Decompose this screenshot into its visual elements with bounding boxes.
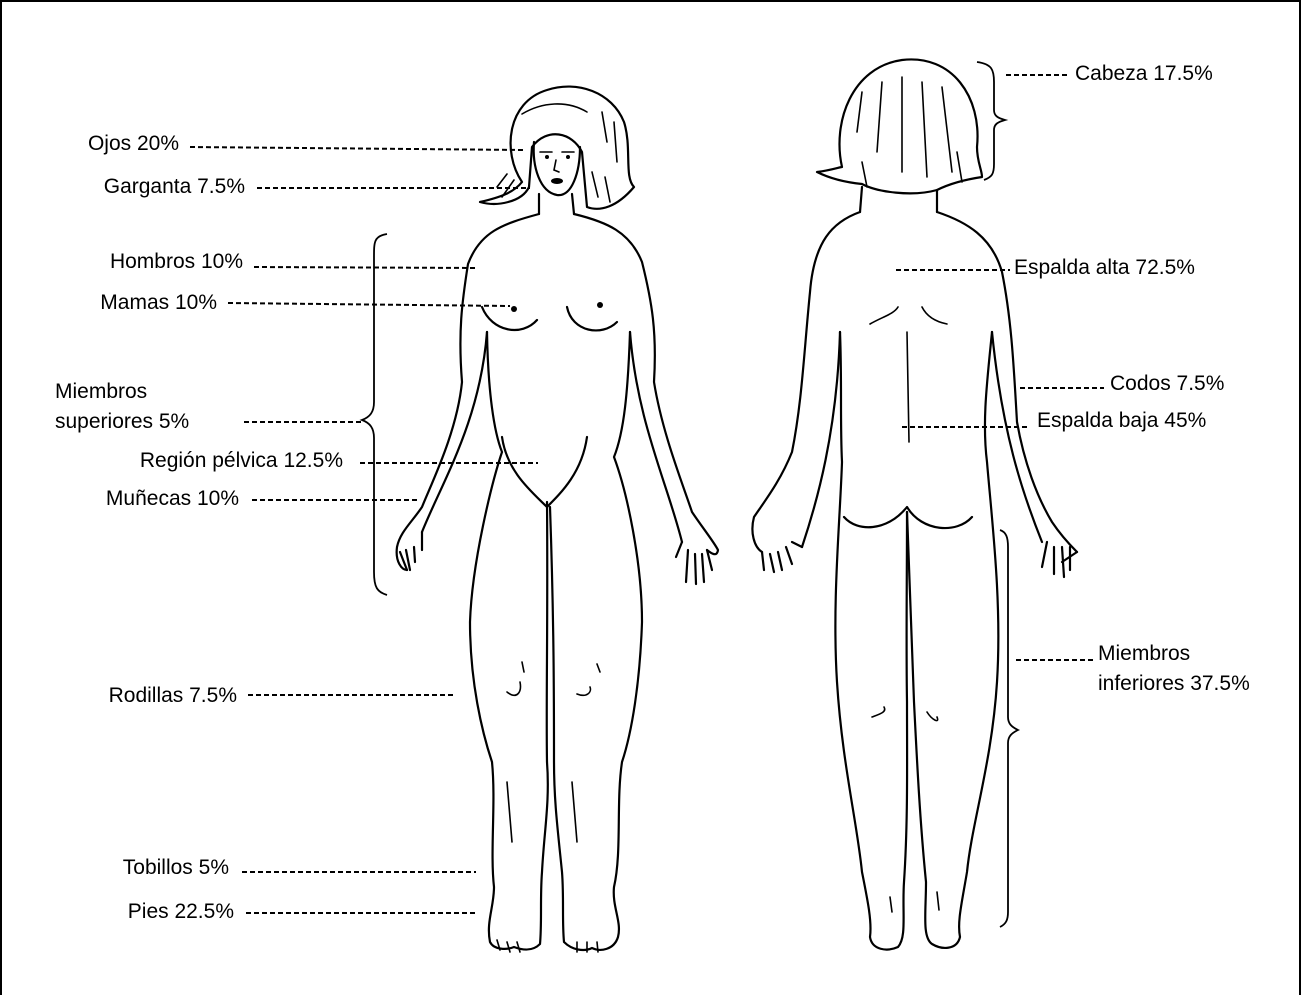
label-espalda-baja: Espalda baja 45% (1037, 408, 1206, 433)
label-espalda-alta: Espalda alta 72.5% (1014, 255, 1195, 280)
label-ojos: Ojos 20% (88, 131, 179, 156)
front-face (534, 142, 580, 195)
label-region-pelvica: Región pélvica 12.5% (140, 448, 343, 473)
label-rodillas: Rodillas 7.5% (109, 683, 237, 708)
label-hombros: Hombros 10% (110, 249, 243, 274)
label-miembros-superiores-line2: superiores 5% (55, 409, 189, 434)
back-figure (752, 59, 1077, 949)
label-tobillos: Tobillos 5% (123, 855, 229, 880)
label-cabeza: Cabeza 17.5% (1075, 61, 1213, 86)
label-mamas: Mamas 10% (100, 290, 217, 315)
front-torso-right (574, 214, 718, 554)
cabeza-brace (977, 62, 1005, 180)
back-hair (817, 59, 982, 193)
leader-lines (190, 75, 1104, 913)
inferiores-brace (1000, 530, 1018, 927)
front-hair (480, 87, 634, 209)
label-miembros-inferiores-line2: inferiores 37.5% (1098, 671, 1250, 696)
label-munecas: Muñecas 10% (106, 486, 239, 511)
left-brace (362, 234, 387, 595)
label-miembros-inferiores-line1: Miembros (1098, 641, 1190, 666)
label-pies: Pies 22.5% (128, 899, 234, 924)
label-codos: Codos 7.5% (1110, 371, 1224, 396)
label-miembros-superiores-line1: Miembros (55, 379, 147, 404)
front-figure (397, 87, 718, 952)
label-garganta: Garganta 7.5% (104, 174, 245, 199)
